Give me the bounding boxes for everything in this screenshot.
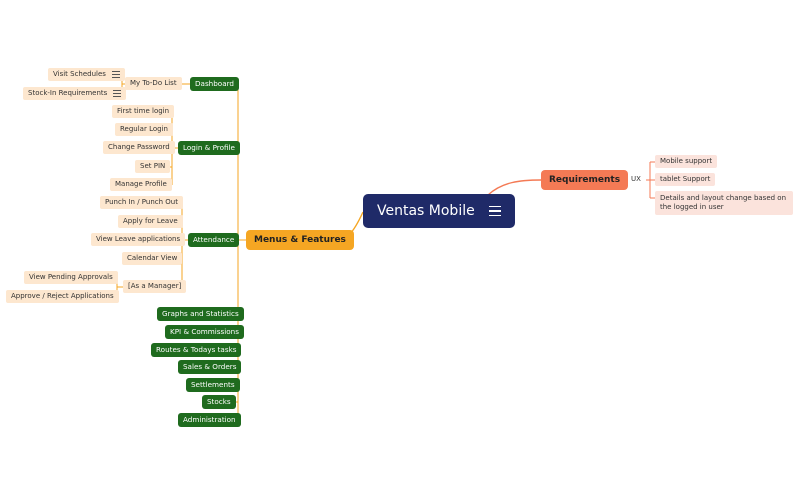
attendance-item-punch[interactable]: Punch In / Punch Out (100, 196, 183, 209)
topic-administration[interactable]: Administration (178, 413, 241, 427)
menus-features-topic[interactable]: Menus & Features (246, 230, 354, 250)
login-item-change-password[interactable]: Change Password (103, 141, 175, 154)
attendance-manager-topic[interactable]: [As a Manager] (123, 280, 187, 293)
topic-kpi-commissions[interactable]: KPI & Commissions (165, 325, 244, 339)
login-item-set-pin[interactable]: Set PIN (135, 160, 171, 173)
attendance-item-view-leave[interactable]: View Leave applications (91, 233, 186, 246)
attendance-item-calendar[interactable]: Calendar View (122, 252, 183, 265)
topic-sales-orders[interactable]: Sales & Orders (178, 360, 242, 374)
requirements-label: Requirements (549, 174, 621, 185)
topic-routes-tasks[interactable]: Routes & Todays tasks (151, 343, 242, 357)
notes-icon (113, 88, 122, 99)
topic-graphs-statistics[interactable]: Graphs and Statistics (157, 307, 244, 321)
todo-item-stock-in[interactable]: Stock-In Requirements (23, 87, 127, 100)
attendance-topic[interactable]: Attendance (188, 233, 240, 247)
dashboard-topic[interactable]: Dashboard (190, 77, 239, 91)
root-title: Ventas Mobile (377, 203, 475, 219)
notes-icon (488, 203, 501, 220)
todo-item-visit-schedules[interactable]: Visit Schedules (48, 68, 125, 81)
attendance-item-apply-leave[interactable]: Apply for Leave (118, 215, 183, 228)
todo-list-topic[interactable]: My To-Do List (125, 77, 182, 90)
topic-stocks[interactable]: Stocks (202, 395, 236, 409)
login-profile-topic[interactable]: Login & Profile (178, 141, 240, 155)
ux-topic[interactable]: UX (628, 173, 644, 186)
ux-label: UX (631, 175, 641, 183)
manager-item-pending-approvals[interactable]: View Pending Approvals (24, 271, 118, 284)
login-item-regular[interactable]: Regular Login (115, 123, 173, 136)
ux-item-mobile-support[interactable]: Mobile support (655, 155, 718, 168)
notes-icon (111, 69, 120, 80)
manager-item-approve-reject[interactable]: Approve / Reject Applications (6, 290, 119, 303)
topic-settlements[interactable]: Settlements (186, 378, 240, 392)
menus-features-label: Menus & Features (254, 234, 346, 245)
ux-item-tablet-support[interactable]: tablet Support (655, 173, 716, 186)
requirements-topic[interactable]: Requirements (541, 170, 629, 190)
login-item-first-time[interactable]: First time login (112, 105, 175, 118)
ux-item-layout-change[interactable]: Details and layout change based on the l… (655, 191, 793, 216)
login-item-manage-profile[interactable]: Manage Profile (110, 178, 172, 191)
root-topic[interactable]: Ventas Mobile (363, 194, 515, 228)
